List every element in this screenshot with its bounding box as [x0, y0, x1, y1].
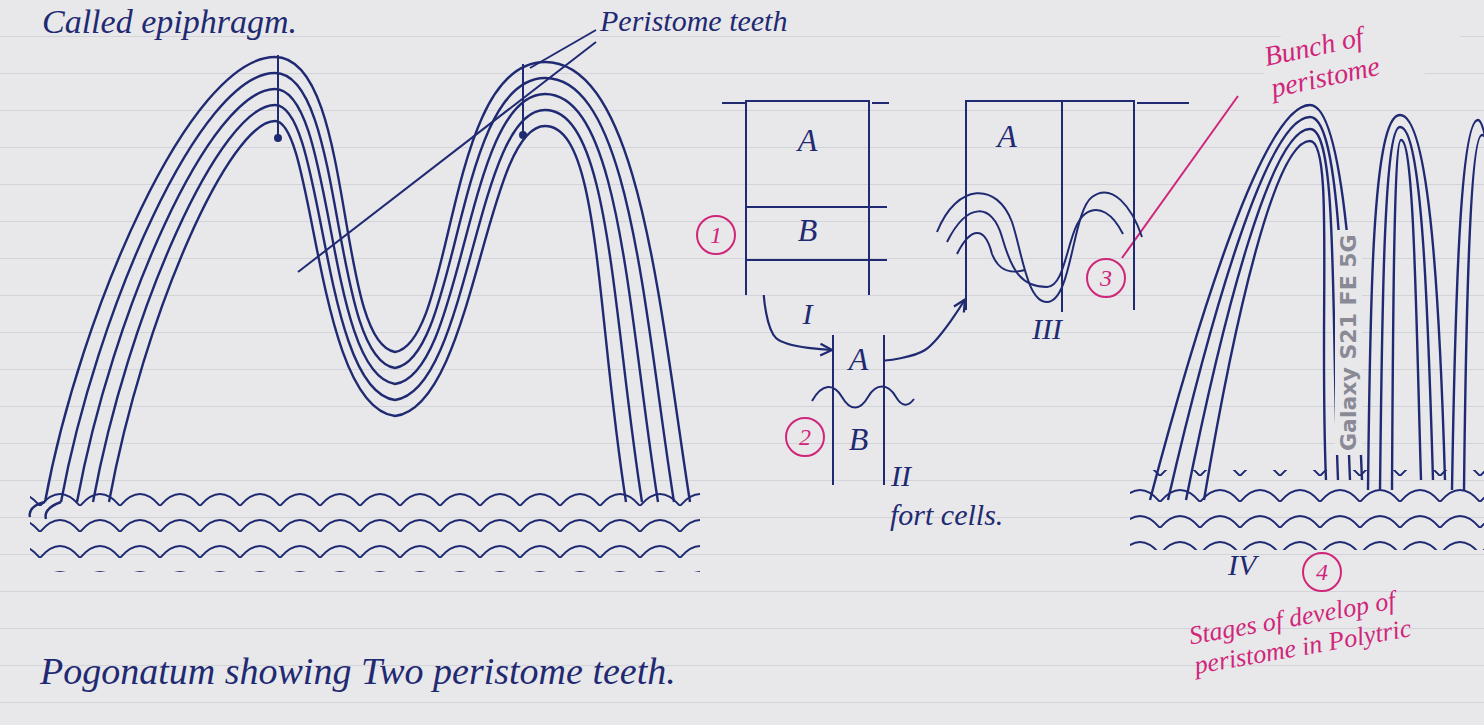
- axis-line: [277, 55, 279, 138]
- pogonatum-teeth: [30, 57, 700, 572]
- text-holder: B: [798, 212, 818, 249]
- cell-letter: A: [997, 118, 1017, 154]
- tooth-outline: [45, 57, 690, 502]
- cell-wall-line: [1061, 102, 1063, 312]
- watermark: Galaxy S21 FE 5G: [1335, 230, 1362, 455]
- label-holder: Peristome teeth: [600, 4, 787, 39]
- stage-number-circle: 3: [1086, 258, 1126, 298]
- tooth-outline: [1380, 127, 1433, 490]
- callout-number: 1: [710, 223, 722, 247]
- tooth-outline: [61, 73, 674, 502]
- cell-wall-line: [947, 210, 1123, 287]
- label-holder: Called epiphragm.: [42, 2, 297, 41]
- text-holder: B: [849, 421, 869, 458]
- stage-number-circle: 2: [785, 417, 825, 457]
- cell-wall-line: [722, 102, 747, 104]
- caption-holder: Pogonatum showing Two peristome teeth.: [40, 650, 676, 694]
- cell-letter: A: [849, 341, 869, 377]
- stage-box: ABI: [745, 100, 870, 295]
- label-holder: Galaxy S21 FE 5G: [1335, 230, 1362, 455]
- text-holder: I: [803, 297, 813, 332]
- label-holder: IV: [1228, 548, 1256, 583]
- cell-wall-line: [872, 102, 889, 104]
- tooth-outline: [1150, 105, 1362, 500]
- stage-number: III: [1032, 312, 1062, 345]
- stage-arrow: [764, 295, 832, 350]
- stage-number: IV: [1228, 548, 1256, 583]
- text-holder: A: [798, 122, 818, 159]
- cell-wall-line: [1137, 102, 1189, 104]
- leader-lines: [275, 30, 596, 272]
- caption: Pogonatum showing Two peristome teeth.: [40, 650, 676, 692]
- callout-number: 4: [1316, 560, 1328, 584]
- stage-number: II: [891, 459, 911, 492]
- stage-box: ABII: [832, 335, 885, 485]
- stage-number-circle: 4: [1302, 552, 1342, 592]
- note-text: Called epiphragm.: [42, 2, 297, 41]
- tooth-outline: [93, 105, 642, 502]
- tooth-outline: [1168, 117, 1350, 500]
- tooth-outline: [1186, 129, 1338, 500]
- tooth-outline: [1204, 141, 1326, 500]
- cell-wall-line: [957, 233, 1025, 272]
- basal-cells: [1130, 470, 1484, 550]
- cell-letter: B: [849, 421, 869, 457]
- part-label: Peristome teeth: [600, 4, 787, 39]
- axis-dot: [520, 132, 526, 138]
- tooth-outline: [109, 121, 626, 502]
- cell-wall-line: [812, 387, 914, 408]
- label-holder: Bunch of peristome: [1257, 0, 1466, 106]
- text-holder: A: [997, 118, 1017, 155]
- stage-four-teeth: [1130, 105, 1484, 550]
- label-holder: fort cells.: [890, 498, 1003, 533]
- text-holder: III: [1032, 312, 1062, 347]
- tooth-foot: [30, 502, 61, 519]
- basal-cells: [30, 482, 700, 572]
- pink-leader-line: [1122, 96, 1238, 258]
- tooth-outline: [1392, 140, 1421, 490]
- tooth-outline: [1368, 115, 1445, 490]
- leader-line: [298, 42, 596, 272]
- stage-arrow: [885, 300, 965, 361]
- text-holder: A: [849, 341, 869, 378]
- text-holder: II: [891, 459, 911, 494]
- callout-number: 2: [799, 425, 811, 449]
- callout-number: 3: [1100, 266, 1112, 290]
- stage-number: I: [803, 297, 813, 330]
- tooth-outline: [1464, 135, 1484, 490]
- stage-number-circle: 1: [696, 215, 736, 255]
- tooth-outline: [77, 89, 658, 502]
- cell-wall-line: [747, 206, 887, 208]
- cell-wall-line: [937, 193, 1142, 302]
- cell-wall-line: [747, 259, 887, 261]
- axis-dot: [275, 135, 281, 141]
- cell-letter: B: [798, 212, 818, 248]
- part-label: fort cells.: [890, 498, 1003, 533]
- part-label: Bunch of peristome: [1257, 0, 1466, 106]
- cell-letter: A: [798, 122, 818, 158]
